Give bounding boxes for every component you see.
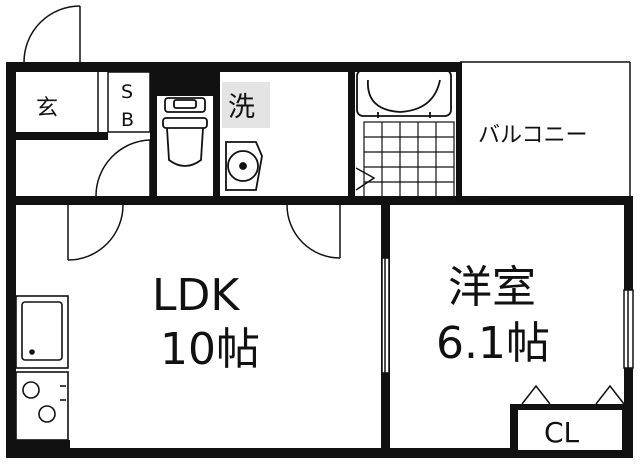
shoe-box-label-bottom: B	[121, 109, 134, 131]
bathroom-door	[355, 167, 376, 191]
ldk-size: 10帖	[160, 324, 260, 375]
washbasin-icon	[225, 141, 263, 191]
bathtub-icon	[356, 69, 452, 118]
washroom-label: 洗	[228, 92, 255, 123]
western-window	[623, 289, 634, 369]
walls	[6, 62, 633, 458]
kitchen-sink-icon	[15, 295, 69, 369]
toilet-icon	[162, 97, 208, 167]
sliding-door	[381, 257, 390, 374]
ldk-name: LDK	[152, 270, 240, 321]
bathroom-tiles	[363, 121, 455, 199]
washroom-label-box	[222, 82, 270, 128]
ldk-door-left	[67, 204, 124, 261]
shoe-box-label-top: S	[121, 81, 133, 103]
entrance-door	[23, 5, 81, 63]
entrance-label: 玄	[36, 96, 58, 121]
closet	[510, 404, 626, 454]
ldk-door-right	[286, 204, 341, 259]
balcony-window	[488, 196, 610, 205]
balcony-label: バルコニー	[478, 123, 588, 148]
shoe-box	[97, 71, 151, 133]
western-room-name: 洋室	[448, 262, 536, 313]
closet-doors	[521, 384, 625, 405]
entrance-inner-door	[95, 139, 151, 197]
closet-label: CL	[544, 416, 580, 449]
stove-icon	[15, 371, 69, 441]
western-room-size: 6.1帖	[436, 318, 550, 369]
